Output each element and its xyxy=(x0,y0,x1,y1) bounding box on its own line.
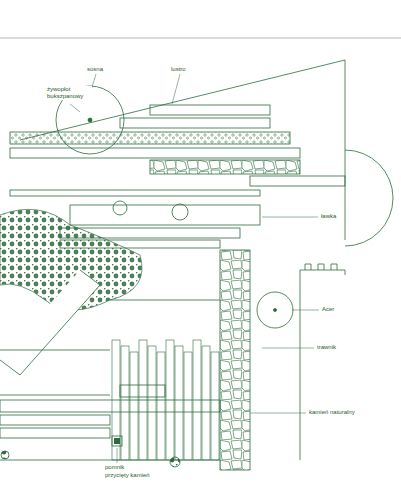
plan-lines xyxy=(0,60,393,470)
tree-label: sosna xyxy=(86,66,104,73)
plank xyxy=(0,428,110,438)
mirror-band xyxy=(150,105,270,115)
monument xyxy=(112,436,122,446)
boundary-line xyxy=(20,60,345,140)
deck-board xyxy=(121,346,129,460)
line xyxy=(0,350,110,395)
stone-band xyxy=(150,160,300,174)
page-rule xyxy=(0,38,401,39)
mirror-label: lustro xyxy=(170,66,187,73)
stone-label: kamień naturalny xyxy=(308,409,356,416)
deck-board xyxy=(112,340,120,460)
step xyxy=(120,385,165,397)
deck-board xyxy=(166,340,174,460)
pebble-band xyxy=(10,132,290,144)
decking xyxy=(112,340,219,460)
leader-lines xyxy=(70,74,319,463)
diagonal-path xyxy=(0,270,100,375)
deck-board xyxy=(184,352,192,460)
tree-label: Acer xyxy=(321,306,335,313)
arc xyxy=(345,150,393,246)
lawn-label: trawnik xyxy=(316,344,337,351)
stone-label: przycięty kamień xyxy=(104,472,151,479)
band xyxy=(10,148,300,158)
deck-board xyxy=(157,352,165,460)
bench xyxy=(70,205,260,225)
deck-board xyxy=(211,352,219,460)
deck-board xyxy=(139,340,147,460)
deck-board xyxy=(148,346,156,460)
stone-path xyxy=(220,250,250,470)
deck-board xyxy=(130,352,138,460)
hedge-label: żywopłot bukszpanowy xyxy=(46,86,92,100)
plank xyxy=(0,400,220,412)
plank xyxy=(0,415,110,425)
deck-board xyxy=(193,340,201,460)
line xyxy=(110,300,220,301)
wall xyxy=(300,270,345,460)
deck-board xyxy=(202,346,210,460)
acer-tree xyxy=(257,292,293,328)
deck-board xyxy=(175,346,183,460)
crenellation xyxy=(305,264,337,270)
bench-label: ławka xyxy=(320,213,337,220)
band xyxy=(120,118,270,128)
hedge-band xyxy=(10,190,260,196)
band xyxy=(250,176,345,186)
monument-label: pomnik xyxy=(104,464,125,471)
